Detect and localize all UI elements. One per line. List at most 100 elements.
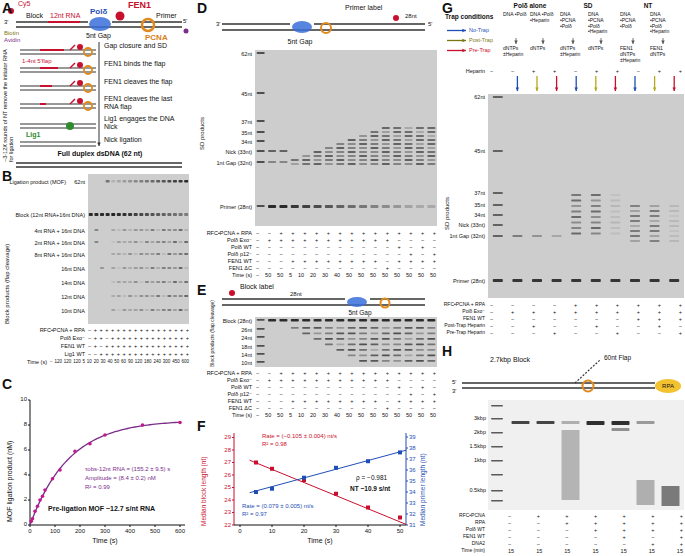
gel-band: [427, 135, 435, 137]
gel-band: [359, 360, 367, 362]
label-text: Time (s): [27, 359, 47, 365]
gel-band: [610, 233, 620, 235]
gel-band: [162, 241, 166, 243]
gel-band: [532, 279, 542, 282]
gel-band: [405, 327, 413, 329]
gel-band: [405, 163, 413, 165]
axis-tick: [28, 500, 30, 501]
gel-band: [162, 213, 166, 216]
panel-letter: E: [197, 282, 206, 298]
gel-band: [416, 333, 424, 335]
gel-band: [348, 338, 356, 340]
data-point: [31, 517, 35, 521]
label-text: NT ~10.9 s/nt: [350, 485, 390, 492]
label-text: Rate = (0.079 ± 0.005) nt/s: [242, 503, 314, 510]
gel-band: [257, 52, 265, 54]
gel-band: [134, 309, 138, 311]
biotin-avidin: [184, 29, 189, 34]
gel-band: [156, 267, 160, 269]
gel-band: [122, 281, 126, 283]
gel-band: [393, 139, 401, 141]
gel-band: [348, 344, 356, 346]
gel-band: [89, 213, 93, 216]
lane-condition-row: − − + + + + +: [508, 520, 683, 526]
lane-condition-row: − − − + + + + + + + + − + + + +: [256, 398, 436, 404]
arrow-head: [541, 40, 544, 44]
gel-band: [134, 213, 138, 216]
gel-band: [184, 229, 188, 231]
gel-band: [134, 241, 138, 243]
gel-band: [325, 163, 333, 165]
data-point: [302, 476, 306, 480]
gel-band: [571, 216, 581, 218]
label-text: 18nt: [241, 344, 252, 350]
arrow-head: [633, 87, 636, 91]
gel-band: [359, 355, 367, 357]
gel-band: [405, 338, 413, 340]
gel-band: [610, 227, 620, 229]
label-text: 31: [409, 522, 416, 529]
gel-band: [405, 135, 413, 137]
axis-tick: [232, 462, 234, 463]
gel-band: [325, 333, 333, 335]
gel-band: [630, 235, 640, 237]
label-text: Block (12nt RNA+16nt DNA): [15, 212, 85, 218]
label-text: DNA •PCNA •Polδ •Heparin: [588, 12, 615, 35]
gel-band: [587, 421, 605, 425]
gel-band: [393, 205, 401, 208]
gel-band: [416, 319, 424, 322]
gel-band: [111, 267, 115, 269]
gel-band: [167, 229, 171, 231]
gel-band: [151, 180, 155, 183]
gel-band: [336, 155, 344, 157]
gel-band: [405, 147, 413, 149]
data-point: [270, 487, 274, 491]
gel-band: [669, 205, 679, 207]
gel-band: [122, 180, 126, 183]
label-text: Time (s): [232, 272, 252, 278]
axis-line: [30, 525, 185, 526]
gel-band: [325, 155, 333, 157]
label-text: R² = 0.99: [85, 484, 110, 491]
label-text: NT: [644, 2, 653, 9]
gel-band: [151, 213, 155, 216]
data-point: [334, 466, 338, 470]
gel-band: [156, 213, 160, 216]
axis-tick: [406, 514, 408, 515]
gel-band: [122, 309, 126, 311]
gel-band: [512, 235, 522, 237]
gel-band: [156, 253, 160, 255]
gel-band: [336, 163, 344, 165]
label-text: 5': [452, 379, 456, 386]
label-text: 4nt RNA + 16nt DNA: [34, 228, 85, 234]
label-text: FEN1 ΔC: [229, 405, 252, 411]
label-text: 40: [365, 528, 372, 535]
dna-strand: [20, 123, 96, 124]
gel-band: [302, 155, 310, 157]
gel-band: [612, 428, 630, 431]
label-text: 0: [24, 521, 27, 528]
gel-band: [630, 225, 640, 227]
label-text: 4: [24, 471, 27, 478]
gel-band: [134, 229, 138, 231]
gel-band: [325, 205, 333, 208]
panel-letter: D: [197, 0, 207, 16]
pcna-ring: [583, 381, 594, 392]
label-text: Polδ Exo⁻: [462, 309, 485, 315]
gel-band: [427, 159, 435, 161]
gel-band: [650, 230, 660, 232]
lane-condition-row: − − − − + + + + + +: [490, 302, 682, 308]
gel-band: [650, 225, 660, 227]
gel-band: [151, 267, 155, 269]
gel-band: [122, 229, 126, 231]
axis-line: [406, 433, 407, 525]
gel-band: [302, 163, 310, 165]
gel-band: [405, 127, 413, 129]
gel-band: [167, 180, 171, 183]
arrow-head: [514, 40, 517, 44]
gel-band: [336, 143, 344, 145]
gel-band: [393, 131, 401, 133]
label-text: Full duplex dsDNA (62 nt): [58, 150, 143, 158]
gel-band: [393, 127, 401, 129]
gel-band: [257, 92, 265, 94]
